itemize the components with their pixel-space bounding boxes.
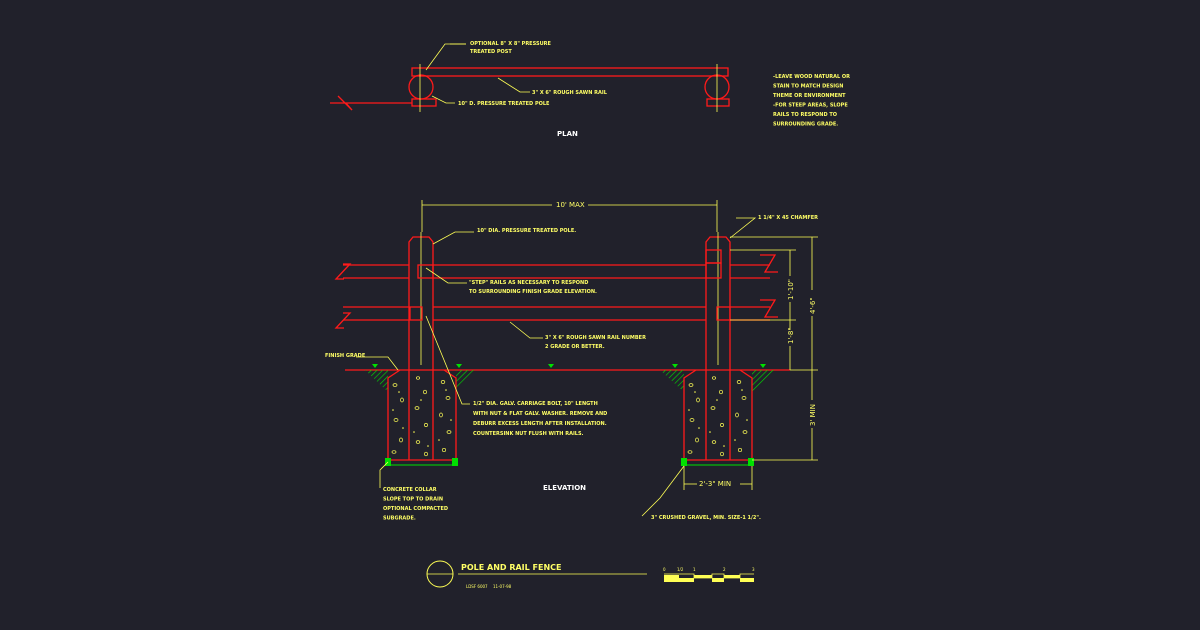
footing-right (660, 369, 776, 466)
concrete-aggregate-right (687, 376, 748, 457)
elevation-view: 10' MAX (325, 200, 818, 522)
break-line-left-upper (334, 263, 352, 280)
note-finish-grade: FINISH GRADE (325, 353, 366, 359)
title-block: POLE AND RAIL FENCE LDSF 6007 11-07-98 0… (426, 560, 755, 589)
note-step-rails: "STEP" RAILS AS NECESSARY TO RESPOND TO … (469, 280, 597, 295)
graphic-scale: 0 1/2 1 2 3 (663, 567, 755, 582)
plan-note-finish: -LEAVE WOOD NATURAL OR STAIN TO MATCH DE… (773, 74, 852, 128)
plan-note-pole: 10" D. PRESSURE TREATED POLE (458, 101, 550, 107)
dim-total-height: 4'-6" (809, 297, 817, 314)
scale-label-0: 0 (663, 567, 666, 572)
note-rail-spec: 3" X 6" ROUGH SAWN RAIL NUMBER 2 GRADE O… (545, 335, 648, 350)
plan-view: OPTIONAL 8" X 8" PRESSURE TREATED POST 3… (330, 41, 852, 138)
note-pole: 10" DIA. PRESSURE TREATED POLE. (477, 228, 576, 234)
plan-note-post: OPTIONAL 8" X 8" PRESSURE (470, 41, 551, 47)
plan-rail-end-right (706, 98, 730, 107)
plan-note-post-2: TREATED POST (470, 49, 512, 55)
plan-break-line (330, 95, 412, 111)
note-carriage-bolt: 1/2" DIA. GALV. CARRIAGE BOLT, 10" LENGT… (473, 401, 609, 437)
note-concrete-collar: CONCRETE COLLAR SLOPE TOP TO DRAIN OPTIO… (383, 487, 450, 522)
plan-pole-left (408, 74, 434, 100)
dim-lower-rail: 1'-8" (787, 327, 795, 344)
dim-embed-depth: 3' MIN (809, 404, 817, 426)
dim-upper-rail: 1'-10" (787, 279, 795, 300)
drawing-title: POLE AND RAIL FENCE (461, 563, 562, 572)
rail-lower (343, 306, 770, 321)
break-line-right-lower (760, 299, 778, 318)
elevation-title: ELEVATION (543, 484, 586, 492)
drawing-date: 11-07-98 (493, 584, 512, 589)
note-crushed-gravel: 3" CRUSHED GRAVEL, MIN. SIZE-1 1/2". (651, 515, 761, 521)
break-line-left-lower (334, 312, 352, 329)
plan-title: PLAN (557, 130, 578, 138)
svg-text:TREATED POST: TREATED POST (470, 49, 512, 55)
scale-label-4: 3 (752, 567, 755, 572)
plan-rail-end-left (411, 98, 437, 107)
dim-span: 10' MAX (556, 201, 585, 209)
note-chamfer: 1 1/4" X 45 CHAMFER (758, 215, 818, 221)
plan-rail (411, 67, 729, 77)
break-line-right-upper (760, 254, 778, 273)
plan-note-rail: 3" X 6" ROUGH SAWN RAIL (532, 90, 608, 96)
scale-label-3: 2 (723, 567, 726, 572)
scale-label-1: 1/2 (677, 567, 684, 572)
footing-left (365, 369, 478, 466)
dim-footing-width: 2'-3" MIN (699, 480, 731, 488)
drawing-code: LDSF 6007 (466, 584, 488, 589)
concrete-aggregate-left (391, 376, 452, 457)
scale-label-2: 1 (693, 567, 696, 572)
rail-upper (343, 264, 770, 279)
